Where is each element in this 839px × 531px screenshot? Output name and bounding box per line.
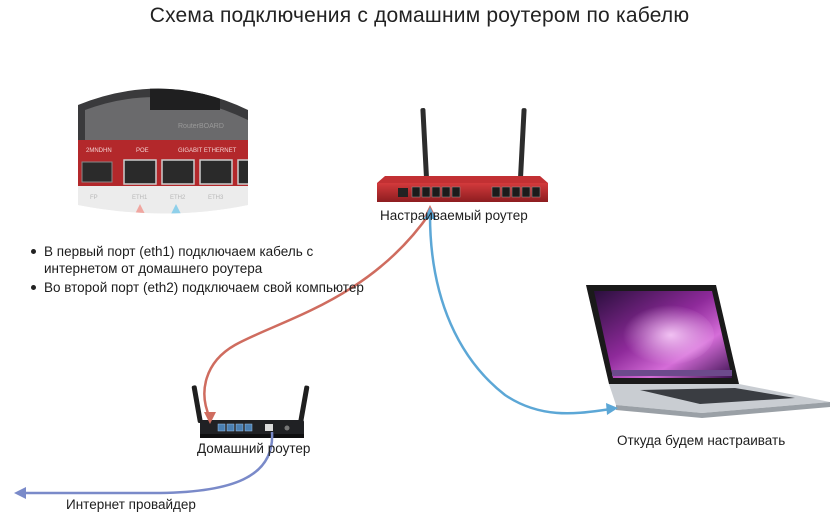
header-label-1: 2MNDHN bbox=[86, 148, 112, 154]
configured-router-image bbox=[377, 108, 548, 202]
isp-cable bbox=[22, 431, 274, 495]
bullet-item: В первый порт (eth1) подключаем кабель с… bbox=[28, 243, 368, 277]
eth3-port bbox=[199, 159, 233, 185]
laptop-label: Откуда будем настраивать bbox=[617, 433, 786, 448]
sfp-port bbox=[81, 161, 113, 183]
eth1-port bbox=[123, 159, 157, 185]
header-label-2: POE bbox=[136, 148, 149, 154]
red-cable bbox=[203, 212, 432, 419]
port-label-eth1: ETH1 bbox=[132, 195, 148, 201]
blue-cable bbox=[428, 214, 613, 415]
laptop-image bbox=[586, 285, 830, 418]
home-router-image bbox=[191, 385, 310, 438]
blue-cable-arrowhead bbox=[606, 403, 618, 415]
bullet-text: Во второй порт (eth2) подключаем свой ко… bbox=[44, 280, 364, 295]
isp-cable-arrowhead bbox=[14, 487, 26, 499]
blue-cable-top-arrowhead bbox=[424, 207, 436, 219]
brand-text: RouterBOARD bbox=[178, 123, 224, 130]
bullet-dot bbox=[31, 285, 36, 290]
port-label-eth2: ETH2 bbox=[170, 195, 186, 201]
port-panel-photo: RouterBOARD 2MNDHN POE GIGABIT ETHERNET … bbox=[78, 88, 248, 214]
home-router-label: Домашний роутер bbox=[197, 441, 311, 456]
port-label-eth3: ETH3 bbox=[208, 195, 224, 201]
eth2-port bbox=[161, 159, 195, 185]
header-label-3: GIGABIT ETHERNET bbox=[178, 148, 237, 154]
isp-label: Интернет провайдер bbox=[66, 497, 196, 512]
bullet-text: В первый порт (eth1) подключаем кабель с… bbox=[44, 244, 314, 276]
bullet-dot bbox=[31, 249, 36, 254]
bullet-list: В первый порт (eth1) подключаем кабель с… bbox=[28, 243, 368, 298]
slide-title: Схема подключения с домашним роутером по… bbox=[149, 4, 690, 27]
red-cable-arrowhead bbox=[204, 412, 216, 424]
bullet-item: Во второй порт (eth2) подключаем свой ко… bbox=[28, 279, 368, 296]
configured-router-label: Настраиваемый роутер bbox=[380, 208, 528, 223]
port-label-fp: FP bbox=[90, 195, 98, 201]
